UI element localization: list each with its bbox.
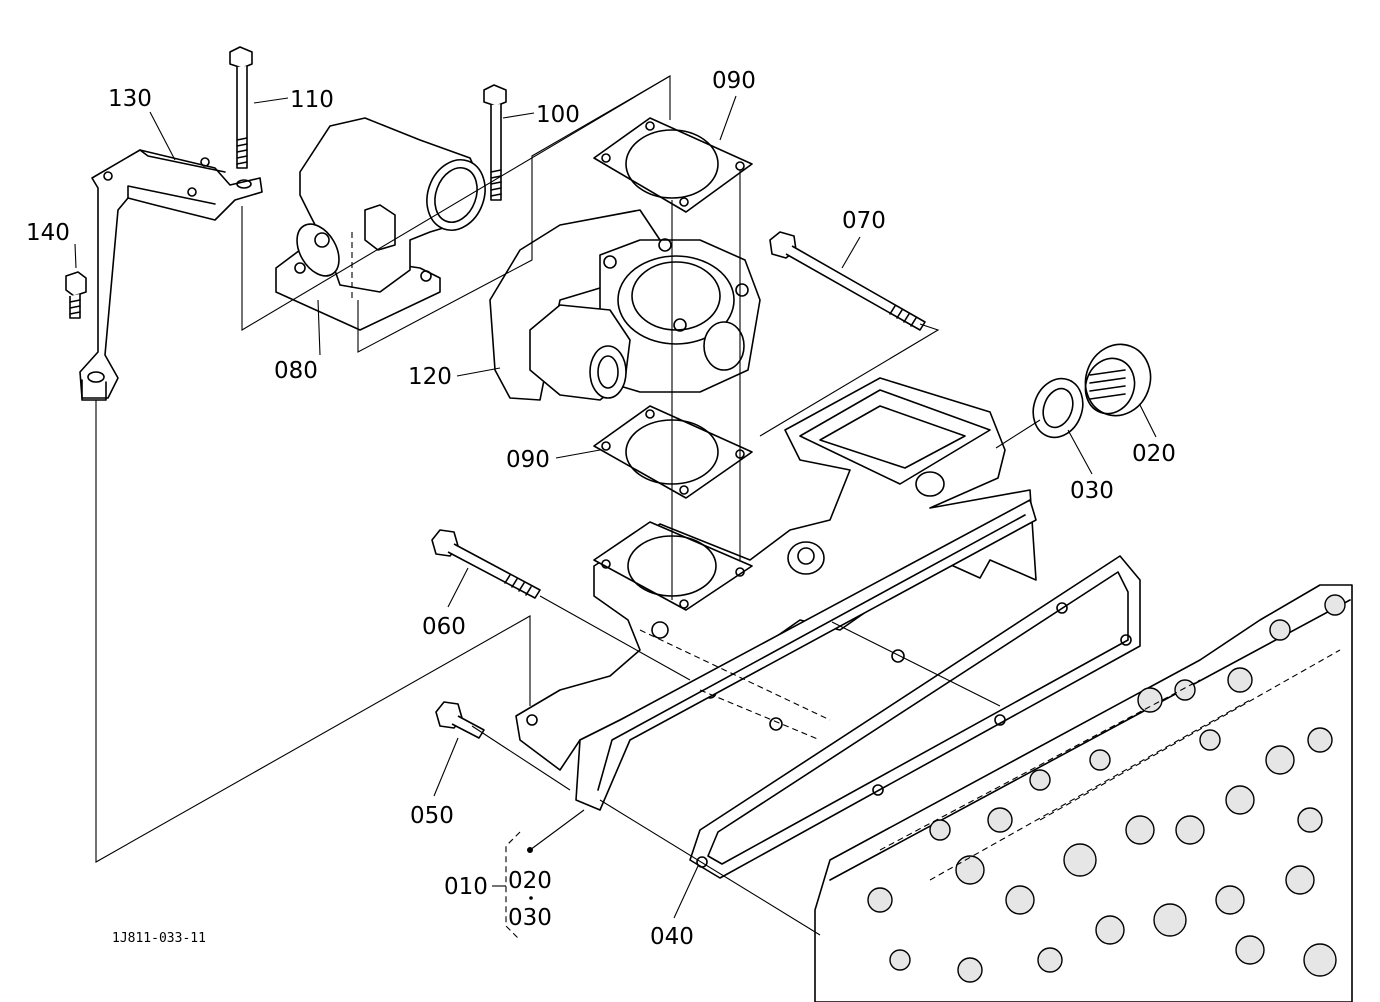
drawing-code: 1J811-033-11 — [112, 931, 206, 946]
label-080: 080 — [274, 358, 318, 384]
alignment-lines — [95, 75, 1041, 936]
bolt-100 — [483, 84, 507, 201]
leader-lines — [74, 95, 1157, 941]
label-060: 060 — [422, 614, 466, 640]
gasket-090-top — [593, 117, 753, 213]
label-040: 040 — [650, 924, 694, 950]
part-labels: 130 110 100 090 140 070 080 120 020 030 … — [26, 68, 1176, 950]
bolt-050 — [435, 701, 485, 739]
label-140: 140 — [26, 220, 70, 246]
bolt-070 — [769, 231, 926, 331]
gasket-090-bottom — [593, 405, 753, 499]
bolt-110 — [229, 46, 253, 169]
head-bores — [867, 594, 1346, 983]
label-120: 120 — [408, 364, 452, 390]
label-130: 130 — [108, 86, 152, 112]
bracket-130 — [79, 149, 263, 401]
label-050: 050 — [410, 803, 454, 829]
label-020-plug: 020 — [1132, 441, 1176, 467]
bolt-060 — [431, 529, 541, 599]
plug-020 — [1084, 343, 1152, 417]
elbow-080 — [275, 117, 486, 331]
label-030-washer: 030 — [1070, 478, 1114, 504]
label-110: 110 — [290, 87, 334, 113]
bolt-140 — [65, 271, 87, 319]
intake-manifold-010 — [515, 377, 1037, 811]
label-group-020: 020 — [508, 868, 552, 894]
washer-030 — [1032, 377, 1084, 439]
cylinder-head — [814, 584, 1353, 1002]
label-090-top: 090 — [712, 68, 756, 94]
throttle-body-120 — [489, 209, 761, 401]
label-100: 100 — [536, 102, 580, 128]
gasket-040 — [689, 555, 1141, 879]
label-group-030: 030 — [508, 905, 552, 931]
label-010: 010 — [444, 874, 488, 900]
label-090-bottom: 090 — [506, 447, 550, 473]
label-070: 070 — [842, 208, 886, 234]
